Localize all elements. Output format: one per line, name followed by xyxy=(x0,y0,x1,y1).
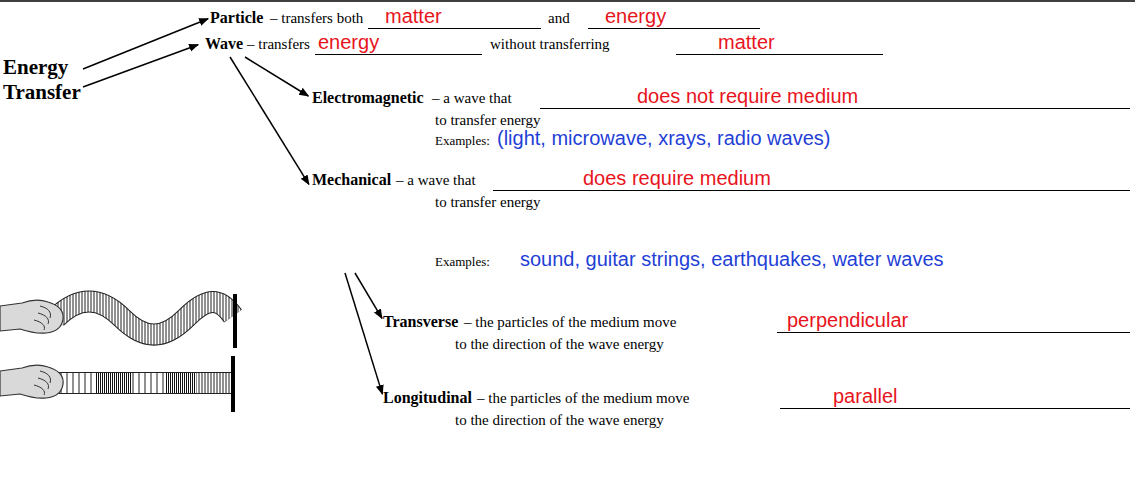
coil-body xyxy=(96,373,132,393)
hand-fingers xyxy=(34,371,51,395)
top-rule xyxy=(0,0,1135,2)
hand xyxy=(0,365,63,398)
coil-body xyxy=(56,302,233,335)
branch-arrow xyxy=(245,57,308,96)
answer-text: energy xyxy=(315,30,482,55)
term-heading: Mechanical xyxy=(312,170,391,190)
definition-text: – the particles of the medium move xyxy=(464,312,676,332)
answer-text: perpendicular xyxy=(777,308,1130,333)
branch-arrow xyxy=(345,273,382,394)
example-text: (light, microwave, xrays, radio waves) xyxy=(497,126,830,150)
term-heading: Wave xyxy=(205,34,243,54)
definition-text: to the direction of the wave energy xyxy=(455,410,664,430)
coil-body xyxy=(132,373,166,393)
definition-text: – a wave that xyxy=(432,88,512,108)
wall-bar xyxy=(233,294,237,348)
concept-node: Longitudinal– the particles of the mediu… xyxy=(383,376,1132,432)
coil-outline xyxy=(56,302,233,335)
branch-arrow xyxy=(83,45,198,87)
answer-text: matter xyxy=(368,4,541,29)
concept-node: Wave– transfersenergy without transferrin… xyxy=(200,30,885,57)
definition-text: without transferring xyxy=(490,34,610,54)
topic-heading: Energy Transfer xyxy=(3,55,83,105)
example-text: sound, guitar strings, earthquakes, wate… xyxy=(520,247,944,271)
concept-node: Electromagnetic – a wave that does not req… xyxy=(310,80,1132,152)
branch-arrow xyxy=(355,273,382,318)
definition-text: to transfer energy xyxy=(435,192,541,212)
definition-text: – transfers both xyxy=(270,8,363,28)
definition-text: – transfers xyxy=(247,34,310,54)
coil-body xyxy=(166,373,196,393)
answer-text: does not require medium xyxy=(540,84,1130,109)
hand xyxy=(0,300,63,333)
answer-text: matter xyxy=(676,30,883,55)
answer-text: parallel xyxy=(780,384,1130,409)
concept-node: Particle – transfers bothmatter and energy xyxy=(210,4,762,31)
hand-fingers xyxy=(34,306,51,330)
term-heading: Longitudinal xyxy=(383,388,472,408)
concept-node: Energy Transfer xyxy=(3,55,83,107)
definition-text: to the direction of the wave energy xyxy=(455,334,664,354)
examples-label: Examples: xyxy=(435,253,490,271)
wall-bar xyxy=(231,356,235,412)
branch-arrow xyxy=(230,57,309,184)
branch-arrow xyxy=(83,19,208,69)
term-heading: Transverse xyxy=(383,312,458,332)
concept-node: Transverse – the particles of the medium … xyxy=(383,300,1132,356)
coil-outline xyxy=(56,372,232,394)
answer-text: does require medium xyxy=(493,166,1130,191)
concept-node: Mechanical– a wave that does require medi… xyxy=(310,160,1132,273)
answer-text: energy xyxy=(588,4,760,29)
coil-body xyxy=(196,373,232,393)
examples-label: Examples: xyxy=(435,132,490,150)
definition-text: and xyxy=(548,8,570,28)
definition-text: – a wave that xyxy=(396,170,476,190)
term-heading: Electromagnetic xyxy=(312,88,424,108)
definition-text: – the particles of the medium move xyxy=(477,388,689,408)
term-heading: Particle xyxy=(210,8,263,28)
